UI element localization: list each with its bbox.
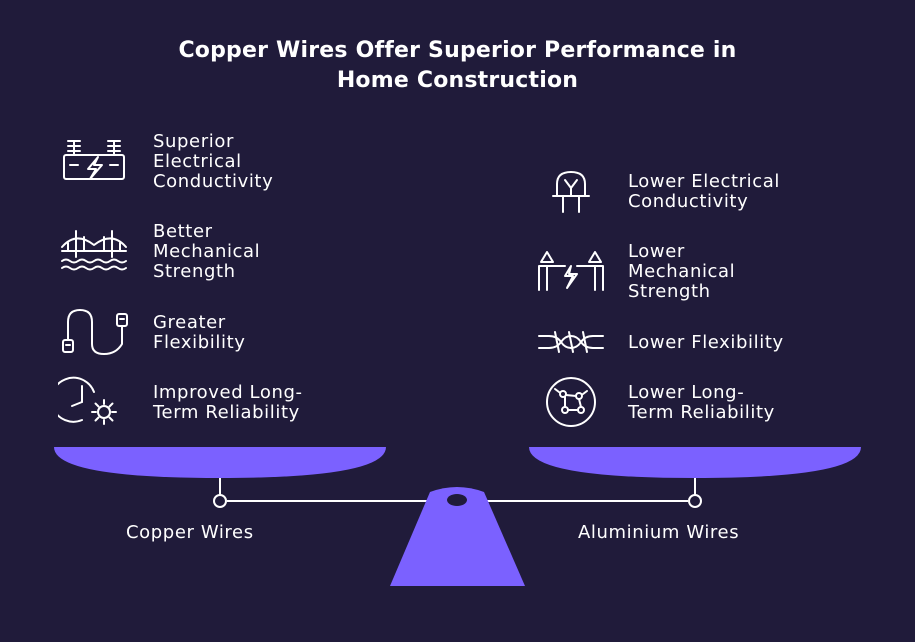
diagram-title: Copper Wires Offer Superior Performance … [0, 36, 915, 96]
right-item-3-label: Lower Flexibility [628, 332, 784, 353]
scale-fulcrum [390, 487, 525, 586]
fulcrum-pivot [447, 494, 467, 506]
virus-circle-icon [535, 374, 607, 430]
title-line-1: Copper Wires Offer Superior Performance … [178, 38, 737, 63]
left-item-1-label: Superior Electrical Conductivity [153, 131, 274, 192]
left-item-2-label: Better Mechanical Strength [153, 221, 261, 282]
broken-structure-icon [535, 244, 607, 300]
title-line-2: Home Construction [336, 68, 579, 93]
left-beam-joint [213, 494, 227, 508]
lamp-icon [535, 166, 607, 222]
twisted-wire-icon [535, 314, 607, 370]
aluminium-wires-label: Aluminium Wires [578, 522, 740, 543]
right-item-2-label: Lower Mechanical Strength [628, 241, 736, 302]
power-plant-icon [58, 133, 130, 189]
right-scale-pan [529, 447, 861, 478]
left-item-4-label: Improved Long- Term Reliability [153, 382, 303, 423]
flexible-cable-icon [58, 304, 130, 360]
right-item-4-label: Lower Long- Term Reliability [628, 382, 775, 423]
right-beam-joint [688, 494, 702, 508]
bridge-icon [58, 223, 130, 279]
right-item-1-label: Lower Electrical Conductivity [628, 171, 780, 212]
copper-wires-label: Copper Wires [126, 522, 254, 543]
left-scale-pan [54, 447, 386, 478]
left-item-3-label: Greater Flexibility [153, 312, 246, 353]
